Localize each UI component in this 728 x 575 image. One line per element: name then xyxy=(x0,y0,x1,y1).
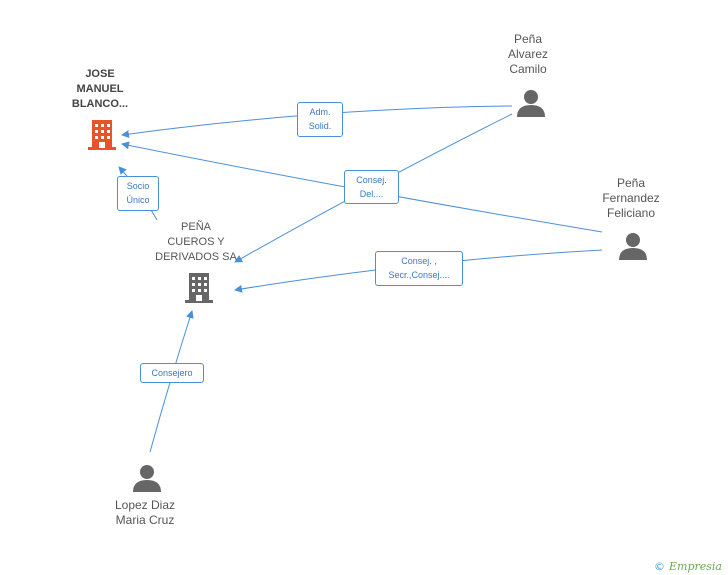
building-icon[interactable] xyxy=(183,271,215,305)
node-label-lopez[interactable]: Lopez Diaz Maria Cruz xyxy=(114,498,176,527)
edge-label-consej-secr[interactable]: Consej. , Secr.,Consej.... xyxy=(375,251,463,286)
person-icon[interactable] xyxy=(131,463,163,493)
edge-label-adm-solid[interactable]: Adm. Solid. xyxy=(297,102,343,137)
node-label-pena-cueros[interactable]: PEÑA CUEROS Y DERIVADOS SA xyxy=(155,221,237,263)
building-icon[interactable] xyxy=(86,118,118,152)
copyright-icon: © xyxy=(654,560,665,573)
footer-brand[interactable]: © Empresia xyxy=(654,560,722,573)
edge-label-consej-del[interactable]: Consej. Del.... xyxy=(344,170,399,204)
person-icon[interactable] xyxy=(515,88,547,118)
person-icon[interactable] xyxy=(617,231,649,261)
brand-name: Empresia xyxy=(669,560,722,573)
node-label-alvarez[interactable]: Peña Alvarez Camilo xyxy=(507,32,548,76)
edge-label-socio-unico[interactable]: Socio Único xyxy=(117,176,159,211)
node-label-jose[interactable]: JOSE MANUEL BLANCO... xyxy=(71,68,129,110)
edge-label-consejero[interactable]: Consejero xyxy=(140,363,204,383)
node-label-fernandez[interactable]: Peña Fernandez Feliciano xyxy=(602,176,660,220)
